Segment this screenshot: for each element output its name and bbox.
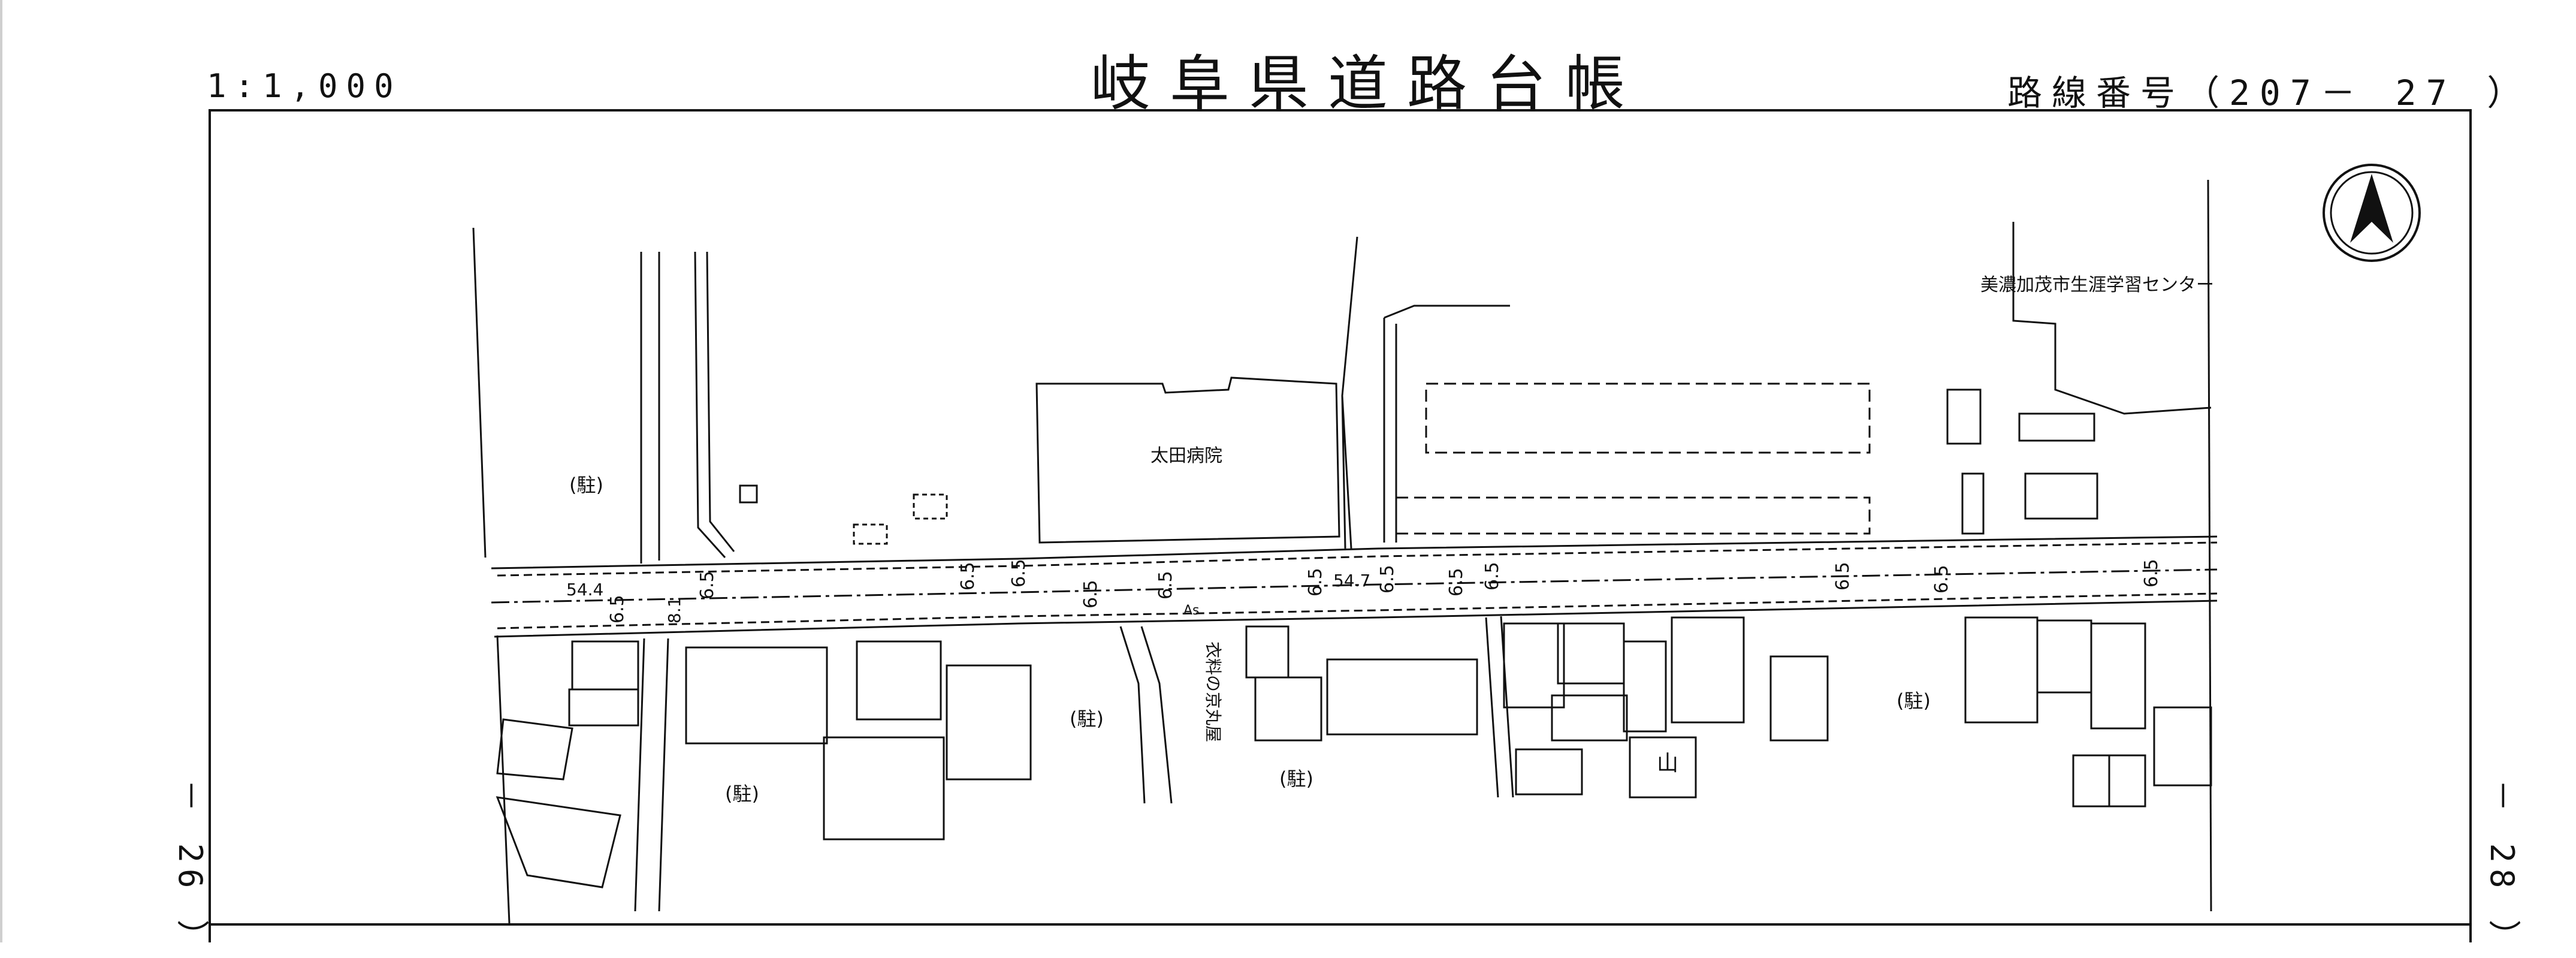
side-street-east-north bbox=[1383, 305, 1510, 543]
parking-lot-north[interactable] bbox=[1425, 382, 1871, 454]
pavement-label: As bbox=[1183, 603, 1200, 618]
route-number: 路線番号（207－ 27 ） bbox=[2007, 73, 2532, 113]
side-street-center-north bbox=[1341, 236, 1358, 549]
small-structure-3 bbox=[913, 493, 948, 520]
adjacent-sheet-left[interactable]: － 26 ） bbox=[171, 779, 209, 958]
side-street-west bbox=[634, 252, 669, 912]
hospital-label[interactable]: 太田病院 bbox=[1150, 445, 1222, 466]
clothing-store-label[interactable]: 衣料の京丸屋 bbox=[1203, 641, 1223, 742]
road-width-label: 6.5 bbox=[1377, 565, 1398, 594]
planter-3 bbox=[2018, 412, 2095, 442]
planter-2 bbox=[1961, 472, 1985, 535]
road-north-edge bbox=[491, 535, 2218, 570]
road-south-curb bbox=[497, 592, 2218, 629]
road-width-label: 6.5 bbox=[1080, 580, 1101, 608]
road-width-label: 6.5 bbox=[1832, 562, 1853, 591]
road-width-label: 6.5 bbox=[1482, 562, 1503, 591]
planter-1 bbox=[1946, 388, 1982, 445]
road-width-label: 6.5 bbox=[1931, 565, 1952, 594]
map-west-boundary bbox=[472, 227, 511, 924]
parking-label[interactable]: (駐) bbox=[1896, 689, 1931, 712]
road-centerline bbox=[491, 568, 2218, 604]
planter-4 bbox=[2024, 472, 2098, 520]
small-structure-1 bbox=[739, 484, 758, 504]
road-width-label: 6.5 bbox=[958, 562, 979, 591]
chainage-label: 54.7 bbox=[1333, 571, 1370, 591]
side-street-north-left bbox=[694, 251, 735, 559]
parking-lot-north-2[interactable] bbox=[1395, 496, 1871, 535]
adjacent-sheet-right[interactable]: － 28 ） bbox=[2483, 779, 2521, 958]
learning-center-building[interactable] bbox=[2012, 222, 2212, 415]
scale-label: 1:1,000 bbox=[207, 67, 402, 105]
road-width-label: 6.5 bbox=[2141, 559, 2162, 588]
road-width-label: 6.5 bbox=[1008, 559, 1029, 588]
small-structure-2 bbox=[853, 523, 888, 545]
learning-center-label[interactable]: 美濃加茂市生涯学習センター bbox=[1980, 275, 2214, 296]
page-left-edge bbox=[0, 0, 2, 942]
chainage-label: 8.1 bbox=[665, 597, 684, 623]
road-width-label: 6.5 bbox=[607, 595, 628, 623]
north-arrow-icon bbox=[2323, 164, 2421, 262]
hospital-building[interactable] bbox=[1035, 376, 1340, 544]
map-frame-bottom-line bbox=[209, 923, 2472, 926]
road-width-label: 6.5 bbox=[1155, 571, 1176, 599]
road-width-label: 6.5 bbox=[697, 571, 718, 599]
map-frame bbox=[209, 109, 2472, 942]
side-street-center-south bbox=[1119, 626, 1173, 804]
map-east-boundary bbox=[2207, 179, 2212, 912]
parking-label[interactable]: (駐) bbox=[1279, 767, 1313, 790]
parking-label[interactable]: (駐) bbox=[569, 474, 603, 496]
parking-label[interactable]: (駐) bbox=[1070, 707, 1104, 730]
road-north-curb bbox=[497, 541, 2218, 577]
road-width-label: 6.5 bbox=[1446, 568, 1467, 597]
parking-label[interactable]: (駐) bbox=[725, 782, 759, 805]
chainage-label: 54.4 bbox=[566, 580, 603, 599]
road-width-label: 6.5 bbox=[1305, 568, 1326, 597]
road-south-edge bbox=[494, 599, 2218, 638]
mountain-symbol-label: 山 bbox=[1657, 751, 1678, 776]
map-title: 岐阜県道路台帳 bbox=[1091, 49, 1644, 119]
south-buildings[interactable] bbox=[496, 616, 2212, 888]
